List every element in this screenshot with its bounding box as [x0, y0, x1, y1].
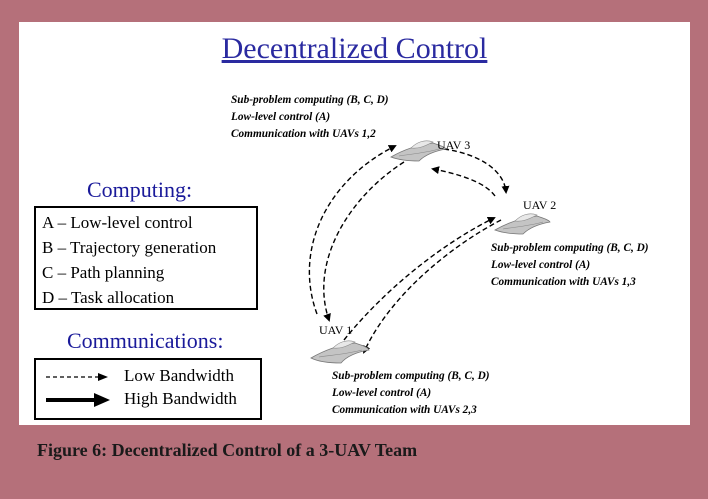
uav3-uav-icon	[390, 140, 447, 162]
link-uav1-to-uav3	[308, 145, 397, 315]
uav2-line-2: Low-level control (A)	[491, 259, 591, 271]
figure-caption: Figure 6: Decentralized Control of a 3-U…	[37, 440, 418, 460]
solid-arrow-icon	[46, 393, 110, 407]
uav3-label: UAV 3	[437, 138, 471, 152]
link-uav2-to-uav1	[362, 219, 502, 354]
link-uav2-to-uav3	[431, 166, 496, 197]
page-title: Decentralized Control	[221, 32, 488, 65]
link-uav1-to-uav2	[343, 217, 496, 341]
uav1-line-3: Communication with UAVs 2,3	[332, 404, 477, 416]
low-bandwidth-label: Low Bandwidth	[124, 366, 235, 385]
computing-box: A – Low-level control B – Trajectory gen…	[34, 206, 258, 310]
uav3-line-1: Sub-problem computing (B, C, D)	[231, 94, 389, 106]
computing-item-c: C – Path planning	[42, 263, 165, 282]
uav2-label: UAV 2	[523, 198, 557, 212]
uav1-label: UAV 1	[319, 323, 353, 337]
link-uav3-to-uav2	[443, 148, 510, 194]
uav3-line-3: Communication with UAVs 1,2	[231, 128, 376, 140]
legend-arrows	[46, 373, 110, 407]
uav3-info: Sub-problem computing (B, C, D) Low-leve…	[231, 92, 389, 143]
computing-item-b: B – Trajectory generation	[42, 238, 217, 257]
uav3-line-2: Low-level control (A)	[231, 111, 331, 123]
uav2-line-1: Sub-problem computing (B, C, D)	[491, 242, 649, 254]
uav1-uav-icon	[310, 340, 370, 364]
uav2-uav-icon	[494, 213, 551, 235]
uav1-line-1: Sub-problem computing (B, C, D)	[332, 370, 490, 382]
uav1-info: Sub-problem computing (B, C, D) Low-leve…	[332, 368, 490, 419]
computing-item-a: A – Low-level control	[42, 213, 193, 232]
link-uav3-to-uav1	[323, 161, 405, 322]
uav2-line-3: Communication with UAVs 1,3	[491, 276, 636, 288]
figure-panel: Decentralized Control Computing: A – Low…	[19, 22, 690, 425]
computing-item-d: D – Task allocation	[42, 288, 175, 307]
uav2-info: Sub-problem computing (B, C, D) Low-leve…	[491, 240, 649, 291]
high-bandwidth-label: High Bandwidth	[124, 389, 237, 408]
dashed-arrow-icon	[46, 373, 108, 381]
communications-box: Low Bandwidth High Bandwidth	[34, 358, 262, 420]
uav1-line-2: Low-level control (A)	[332, 387, 432, 399]
uav-links	[308, 145, 510, 354]
communications-heading: Communications:	[67, 328, 224, 353]
computing-heading: Computing:	[87, 177, 193, 202]
